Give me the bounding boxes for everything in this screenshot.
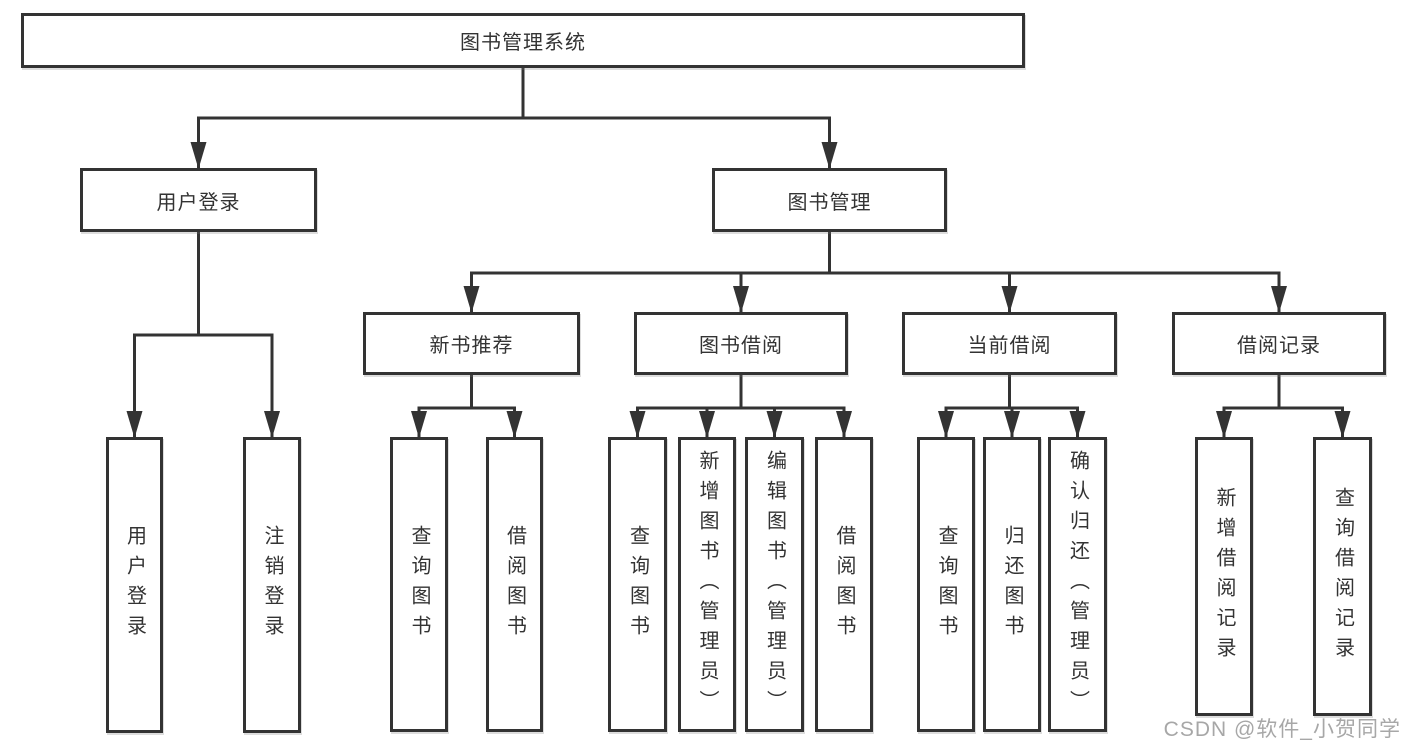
node-log-add: 新增借阅记录: [1195, 437, 1253, 716]
node-rec-query: 查询图书: [390, 437, 448, 732]
node-borrow-records: 借阅记录: [1172, 312, 1386, 375]
node-leaf-login: 用户登录: [106, 437, 163, 733]
node-bor-borrow: 借阅图书: [815, 437, 873, 732]
node-bor-query: 查询图书: [608, 437, 667, 732]
node-rec-borrow: 借阅图书: [486, 437, 543, 732]
node-new-book-rec: 新书推荐: [363, 312, 580, 375]
node-bor-add: 新增图书（管理员）: [678, 437, 736, 732]
node-cur-return: 归还图书: [983, 437, 1041, 732]
node-log-query: 查询借阅记录: [1313, 437, 1372, 716]
node-cur-query: 查询图书: [917, 437, 975, 732]
node-user-login: 用户登录: [80, 168, 317, 232]
node-leaf-logout: 注销登录: [243, 437, 301, 733]
node-book-borrow: 图书借阅: [634, 312, 848, 375]
node-book-mgmt: 图书管理: [712, 168, 947, 232]
node-bor-edit: 编辑图书（管理员）: [745, 437, 804, 732]
node-cur-confirm: 确认归还（管理员）: [1048, 437, 1107, 732]
node-current-borrow: 当前借阅: [902, 312, 1117, 375]
node-root: 图书管理系统: [21, 13, 1025, 68]
watermark: CSDN @软件_小贺同学: [1163, 718, 1401, 741]
